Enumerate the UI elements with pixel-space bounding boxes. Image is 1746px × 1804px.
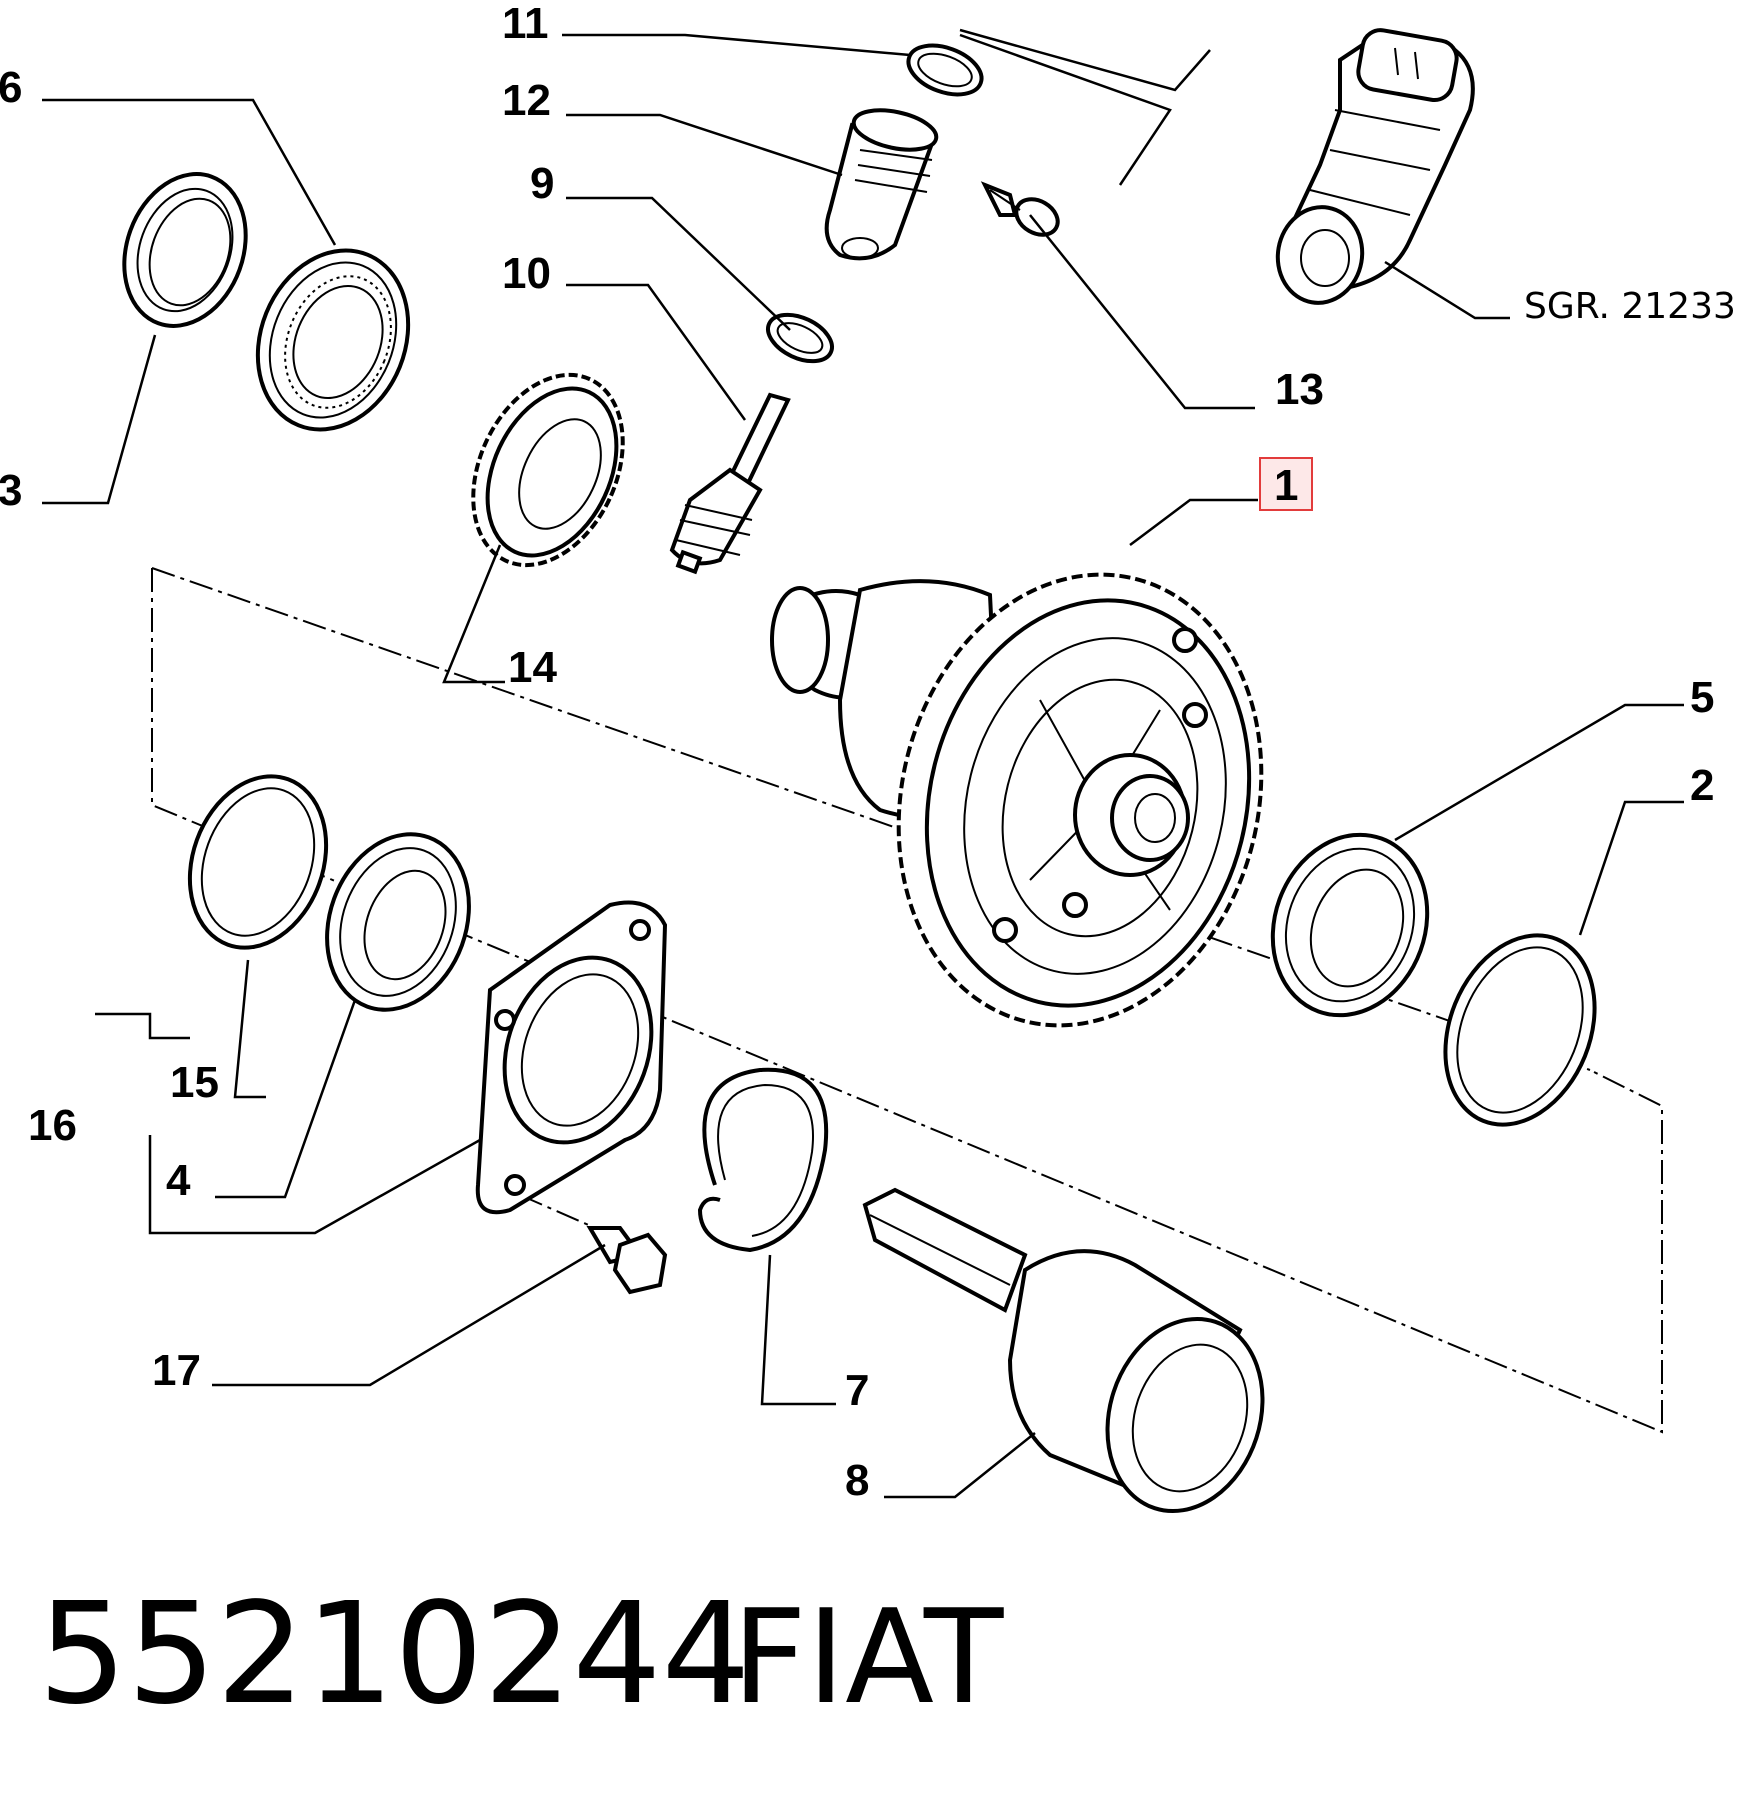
part-5-seal bbox=[1270, 832, 1430, 1018]
assembly-outline bbox=[151, 567, 1663, 1434]
callout-6: 6 bbox=[0, 63, 22, 112]
callout-13: 13 bbox=[1275, 365, 1324, 414]
part-3-oil-seal bbox=[122, 172, 248, 328]
callout-12: 12 bbox=[502, 76, 551, 125]
callout-4: 4 bbox=[166, 1156, 191, 1205]
part-15-shim bbox=[187, 774, 329, 950]
callout-10: 10 bbox=[502, 249, 551, 298]
leader-lines bbox=[42, 28, 1684, 1499]
callout-5: 5 bbox=[1690, 673, 1714, 722]
callout-15: 15 bbox=[170, 1058, 219, 1107]
callout-labels: 1 2 3 4 5 6 7 8 9 10 11 12 13 14 15 16 1… bbox=[0, 0, 1736, 1505]
part-4-seal bbox=[325, 832, 471, 1012]
callout-7: 7 bbox=[845, 1366, 869, 1415]
reference-label: SGR. 21233 bbox=[1524, 286, 1736, 327]
part-17-bolt bbox=[586, 1226, 668, 1295]
callout-1-highlight bbox=[1259, 457, 1313, 511]
callout-3: 3 bbox=[0, 466, 22, 515]
callout-16: 16 bbox=[28, 1101, 77, 1150]
callout-17: 17 bbox=[152, 1346, 201, 1395]
part-13-screw bbox=[980, 181, 1060, 237]
part-12-sleeve bbox=[824, 108, 939, 261]
part-7-circlip bbox=[697, 1067, 829, 1253]
part-16-flange bbox=[475, 900, 668, 1215]
part-14-helical-gear bbox=[471, 372, 625, 568]
part-2-shim-ring bbox=[1443, 933, 1597, 1127]
part-9-small-seal bbox=[766, 312, 834, 364]
brand-name: FIAT bbox=[732, 1581, 1004, 1733]
speed-sensor bbox=[1275, 28, 1475, 305]
part-10-pinion-shaft bbox=[669, 392, 791, 575]
callout-2: 2 bbox=[1690, 761, 1714, 810]
part-8-drive-joint bbox=[862, 1187, 1265, 1514]
callout-9: 9 bbox=[530, 159, 554, 208]
callout-8: 8 bbox=[845, 1456, 869, 1505]
callout-11: 11 bbox=[502, 0, 549, 48]
part-11-o-ring bbox=[906, 43, 984, 97]
callout-1: 1 bbox=[1274, 461, 1298, 510]
part-number: 55210244 bbox=[38, 1573, 751, 1736]
part-1-differential bbox=[770, 572, 1264, 1028]
callout-14: 14 bbox=[508, 643, 557, 692]
part-6-bearing bbox=[255, 248, 411, 432]
